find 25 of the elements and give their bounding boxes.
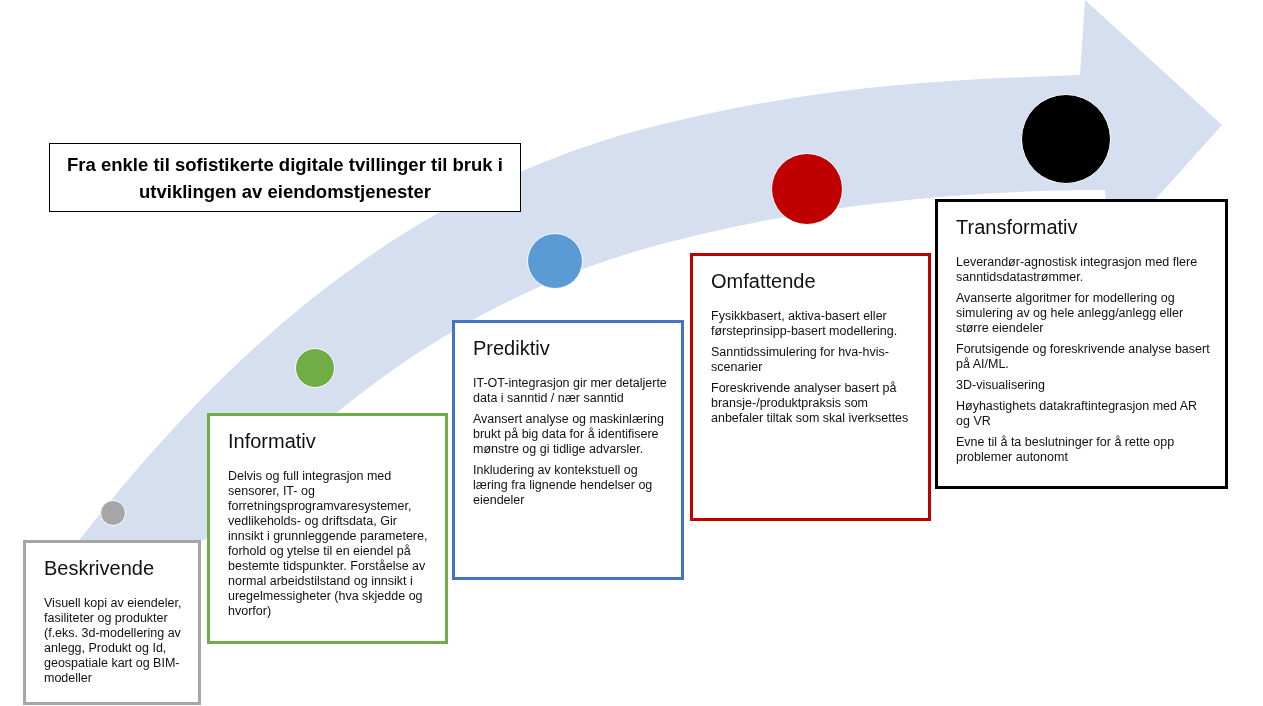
stage-description: 3D-visualisering: [956, 378, 1046, 393]
stage-card: [23, 540, 201, 705]
stage-description: Inkludering av kontekstuell og læring fra lignende hendelser og eiendeler: [473, 463, 654, 508]
title-box: Fra enkle til sofistikerte digitale tvillinger til bruk i utviklingen av eiendomstjenester: [49, 143, 521, 212]
stage-description: Forutsigende og foreskrivende analyse basert på AI/ML.: [956, 342, 1211, 372]
stage-description: Sanntidssimulering for hva-hvis-scenarier: [711, 345, 890, 375]
stage-description: Fysikkbasert, aktiva-basert eller førsteprinsipp-basert modellering.: [711, 309, 899, 339]
stage-heading: Prediktiv: [473, 337, 551, 360]
stage-heading: Transformativ: [956, 216, 1079, 239]
stage-description: Høyhastighets datakraftintegrasjon med AR og VR: [956, 399, 1199, 429]
stage-description: Delvis og full integrasjon med sensorer, IT- og forretningsprogramvaresystemer, vedlikeholds- og driftsdata, Gir innsikt i grunnleggende parametere, forhold og ytelse til en eiendel på bestemte tidspunkter. Forståelse av normal arbeidstilstand og innsikt i uregelmessigheter (hva skjedde og hvorfor): [228, 469, 429, 619]
stage-description: Leverandør-agnostisk integrasjon med flere sanntidsdatastrømmer.: [956, 255, 1199, 285]
stage-heading: Informativ: [228, 430, 317, 453]
stage-description: IT-OT-integrasjon gir mer detaljerte data i sanntid / nær sanntid: [473, 376, 668, 406]
stage-card: [690, 253, 931, 521]
stage-description: Foreskrivende analyser basert på bransje-/produktpraksis som anbefaler tiltak som skal iverksettes: [711, 381, 910, 426]
stage-card: [935, 199, 1228, 489]
stage-heading: Omfattende: [711, 270, 817, 293]
stage-description: Avansert analyse og maskinlæring brukt på big data for å identifisere mønstre og gi tidlige advarsler.: [473, 412, 665, 457]
stage-card: [207, 413, 448, 644]
stage-description: Evne til å ta beslutninger for å rette opp problemer autonomt: [956, 435, 1176, 465]
stage-description: Avanserte algoritmer for modellering og simulering av og hele anlegg/anlegg eller større eiendeler: [956, 291, 1185, 336]
stage-card: [452, 320, 684, 580]
stage-heading: Beskrivende: [44, 557, 156, 580]
stage-description: Visuell kopi av eiendeler, fasiliteter og produkter (f.eks. 3d-modellering av anlegg, Produkt og Id, geospatiale kart og BIM-modeller: [44, 596, 183, 686]
